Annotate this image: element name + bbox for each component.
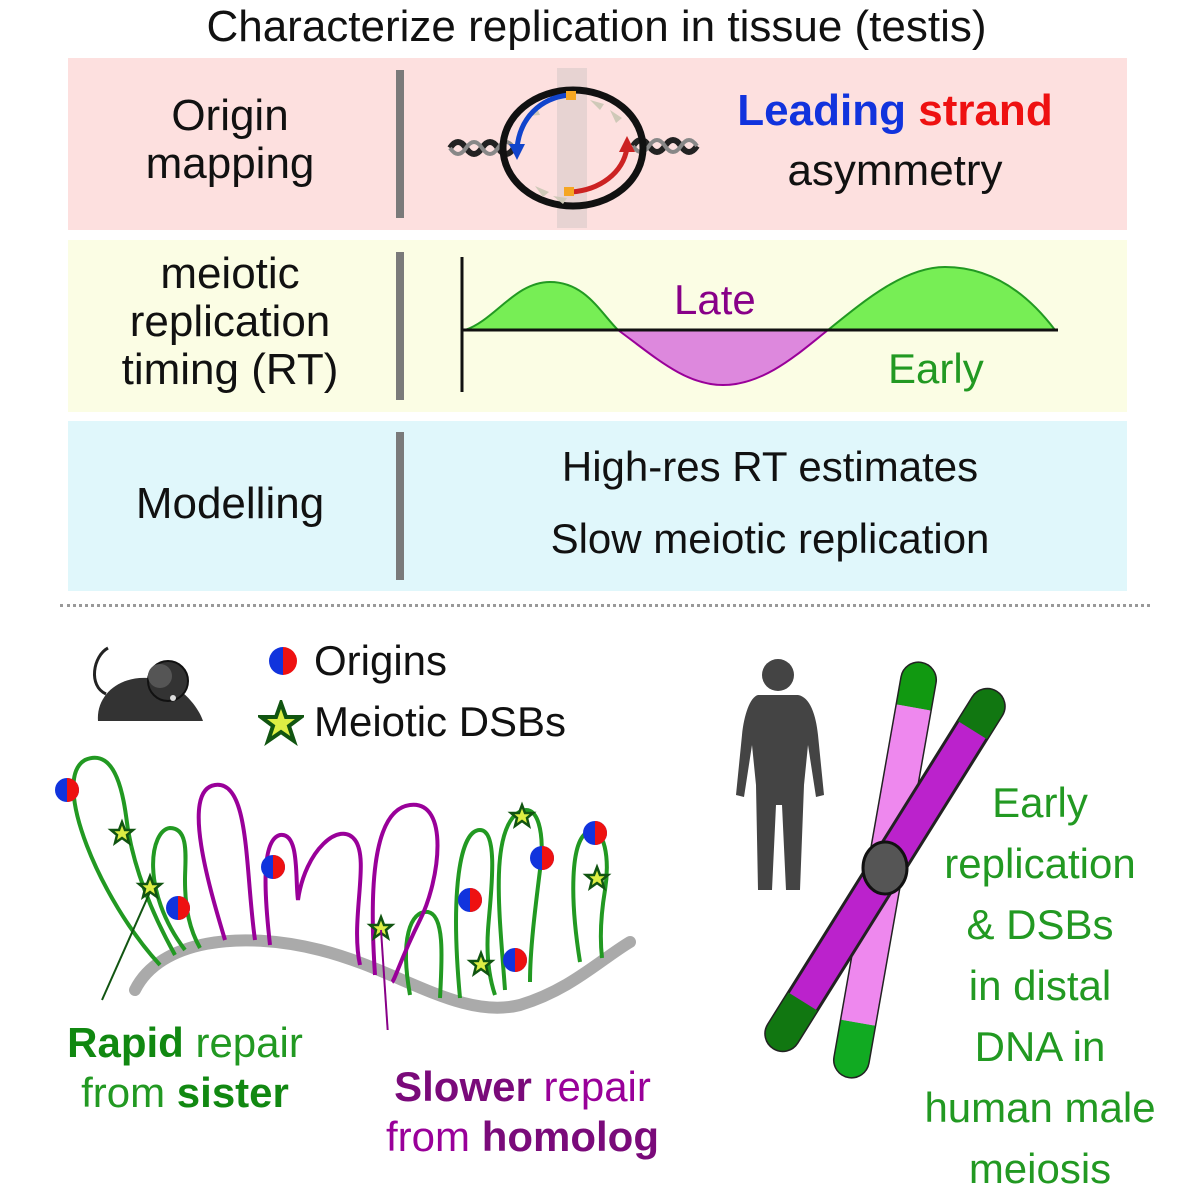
rt-label-line3: timing (RT)	[121, 345, 339, 394]
caption-line4: in distal	[968, 962, 1112, 1009]
early-label: Early	[888, 345, 984, 392]
from-sister-prefix: from	[81, 1069, 177, 1116]
rt-label-line1: meiotic	[160, 249, 300, 298]
human-silhouette-icon	[736, 659, 824, 890]
page-title: Characterize replication in tissue (test…	[206, 2, 987, 51]
rapid-word: Rapid	[67, 1019, 184, 1066]
row1-divider	[396, 70, 404, 218]
late-label: Late	[674, 276, 756, 323]
from-homolog-prefix: from	[386, 1113, 482, 1160]
slower-word: Slower	[394, 1063, 532, 1110]
section-separator	[60, 604, 1150, 607]
replication-bubble-diagram	[447, 68, 700, 228]
human-meiosis-caption: Early replication & DSBs in distal DNA i…	[900, 772, 1180, 1199]
replication-timing-wave	[460, 257, 1058, 392]
leading-word: Leading	[737, 86, 906, 135]
caption-line5: DNA in	[974, 1023, 1106, 1070]
caption-line6: human male	[924, 1084, 1156, 1131]
strand-word: strand	[918, 86, 1053, 135]
origin-mapping-label: Origin mapping	[90, 92, 370, 188]
dsb-markers	[107, 801, 612, 977]
row3-divider	[396, 432, 404, 580]
modelling-panel	[68, 421, 1127, 591]
mouse-icon	[92, 646, 203, 721]
slower-rest: repair	[531, 1063, 651, 1110]
caption-line7: meiosis	[968, 1145, 1112, 1192]
sister-word: sister	[176, 1069, 289, 1116]
slow-replication-text: Slow meiotic replication	[550, 515, 990, 562]
rt-label-line2: replication	[129, 297, 331, 346]
chromatin-loops-diagram	[55, 755, 636, 1030]
caption-line1: Early	[992, 779, 1088, 826]
origins-legend-label: Origins	[314, 637, 448, 684]
dsb-star-legend-icon	[258, 700, 304, 746]
origin-mapping-label-line1: Origin	[171, 91, 289, 140]
caption-line3: & DSBs	[966, 901, 1114, 948]
origin-markers	[55, 778, 607, 972]
row2-divider	[396, 252, 404, 400]
homolog-word: homolog	[481, 1113, 659, 1160]
dsbs-legend-label: Meiotic DSBs	[314, 698, 567, 745]
caption-line2: replication	[944, 840, 1136, 887]
centromere	[861, 840, 909, 896]
chromosome-diagram	[764, 661, 1006, 1079]
slower-repair-caption: Slower repair from homolog	[350, 1062, 695, 1162]
rapid-rest: repair	[183, 1019, 303, 1066]
origin-mapping-label-line2: mapping	[145, 139, 315, 188]
modelling-label: Modelling	[135, 479, 325, 528]
high-res-text: High-res RT estimates	[561, 443, 979, 490]
asymmetry-text: asymmetry	[787, 146, 1003, 195]
leading-strand-text: Leading strand	[700, 86, 1090, 136]
rapid-repair-caption: Rapid repair from sister	[40, 1018, 330, 1118]
replication-timing-label: meiotic replication timing (RT)	[90, 250, 370, 394]
origin-legend-icon	[269, 647, 297, 675]
